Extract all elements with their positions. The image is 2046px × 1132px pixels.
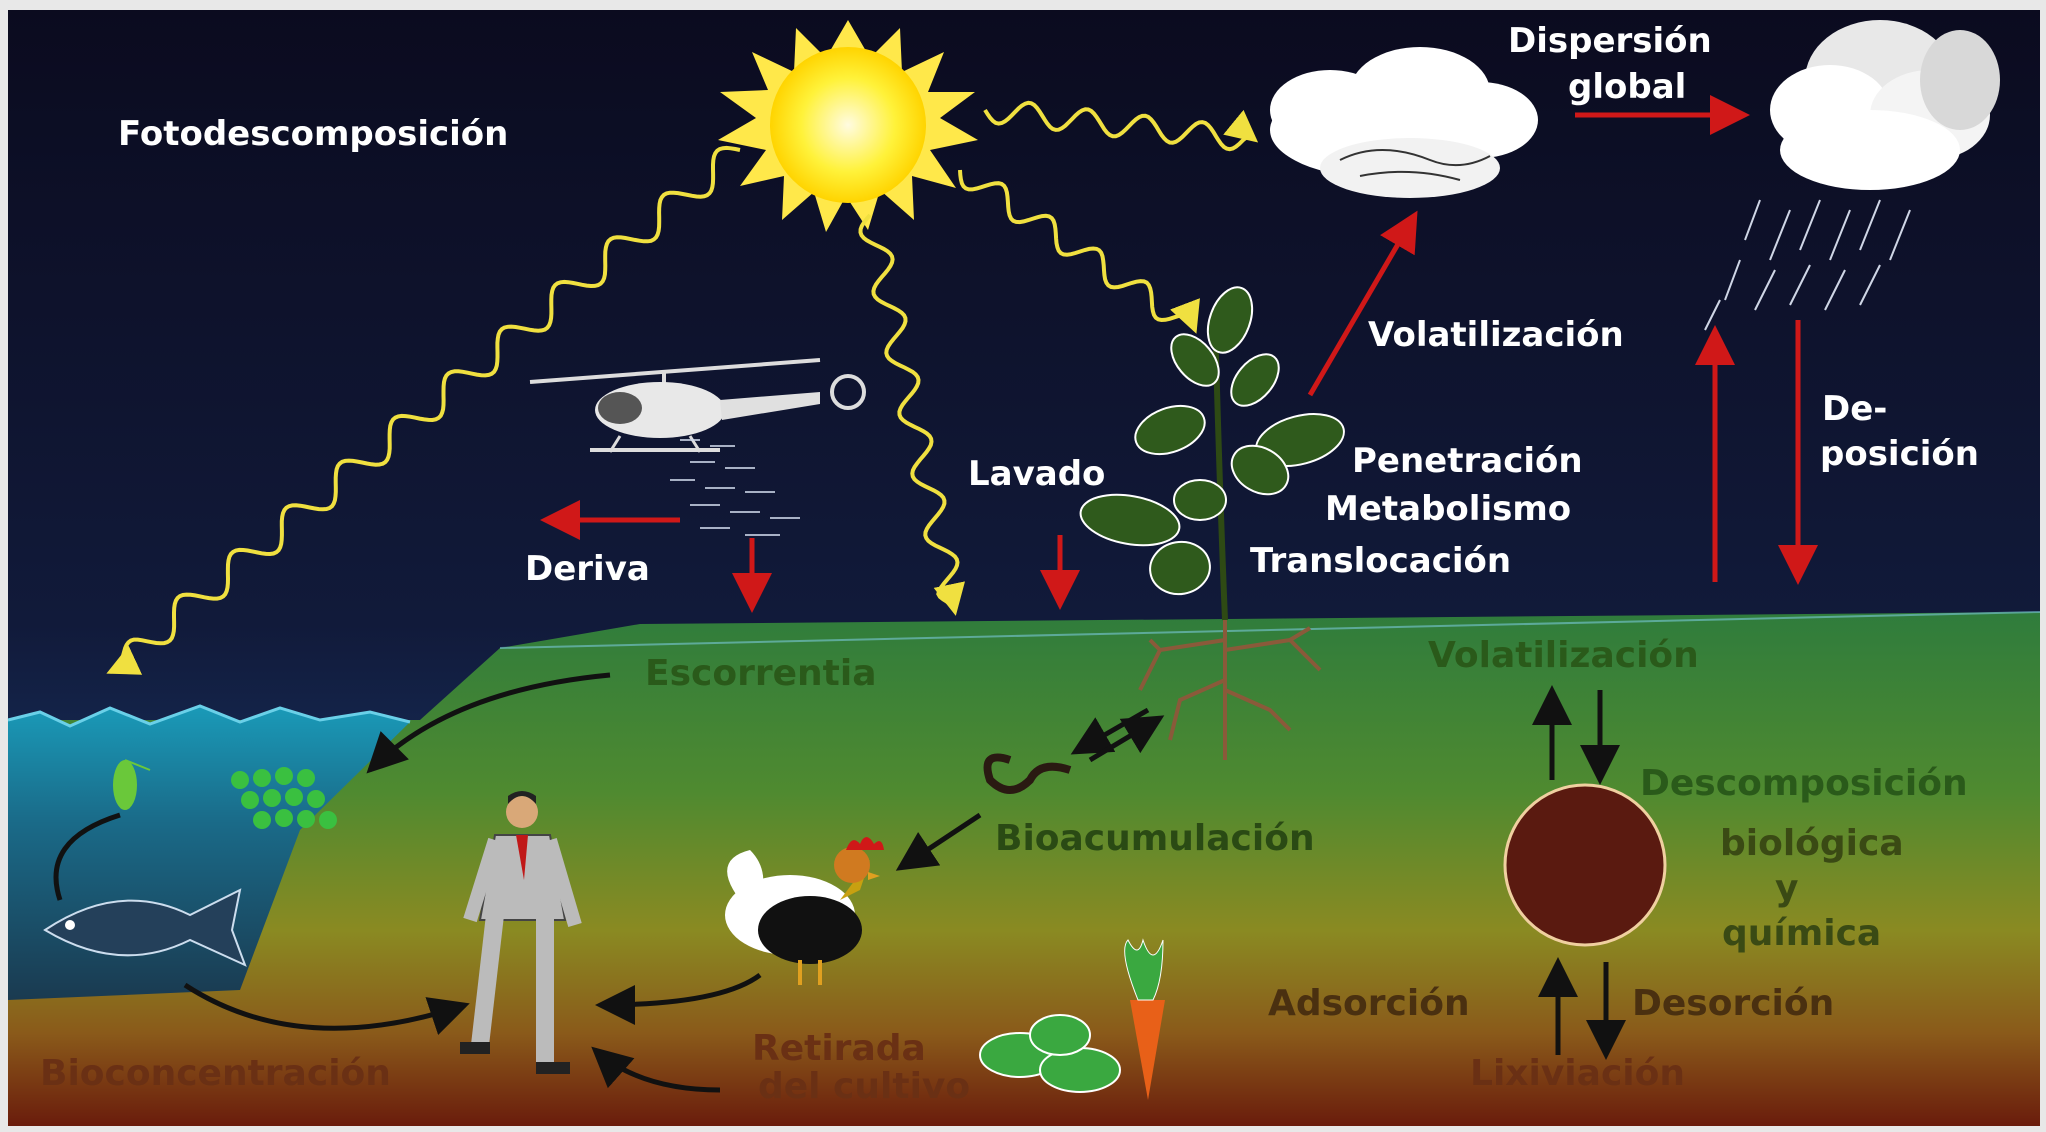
label-biologica: biológica [1720, 823, 1904, 864]
label-escorrentia: Escorrentia [645, 653, 877, 694]
label-descomposicion: Descomposición [1640, 763, 1968, 804]
label-y: y [1775, 868, 1798, 909]
label-volatilizacion-soil: Volatilización [1428, 635, 1699, 676]
label-deposicion-2: posición [1820, 434, 1979, 474]
label-adsorcion: Adsorción [1268, 983, 1470, 1024]
label-fotodescomposicion: Fotodescomposición [118, 114, 508, 154]
label-volatilizacion-air: Volatilización [1368, 315, 1624, 355]
label-retirada-2: del cultivo [758, 1066, 970, 1107]
label-deriva: Deriva [525, 549, 650, 589]
label-deposicion-1: De- [1822, 389, 1887, 429]
soil-particle [1505, 785, 1665, 945]
label-dispersion-2: global [1568, 67, 1686, 107]
label-lavado: Lavado [968, 454, 1105, 494]
label-metabolismo: Metabolismo [1325, 489, 1571, 529]
label-dispersion-1: Dispersión [1508, 21, 1712, 61]
label-penetracion: Penetración [1352, 441, 1583, 481]
label-lixiviacion: Lixiviación [1470, 1053, 1685, 1094]
label-desorcion: Desorción [1632, 983, 1834, 1024]
label-translocacion: Translocación [1250, 541, 1511, 581]
label-bioacumulacion: Bioacumulación [995, 818, 1315, 859]
label-quimica: química [1722, 913, 1881, 954]
label-bioconcentracion: Bioconcentración [40, 1053, 391, 1094]
label-retirada-1: Retirada [752, 1028, 926, 1069]
